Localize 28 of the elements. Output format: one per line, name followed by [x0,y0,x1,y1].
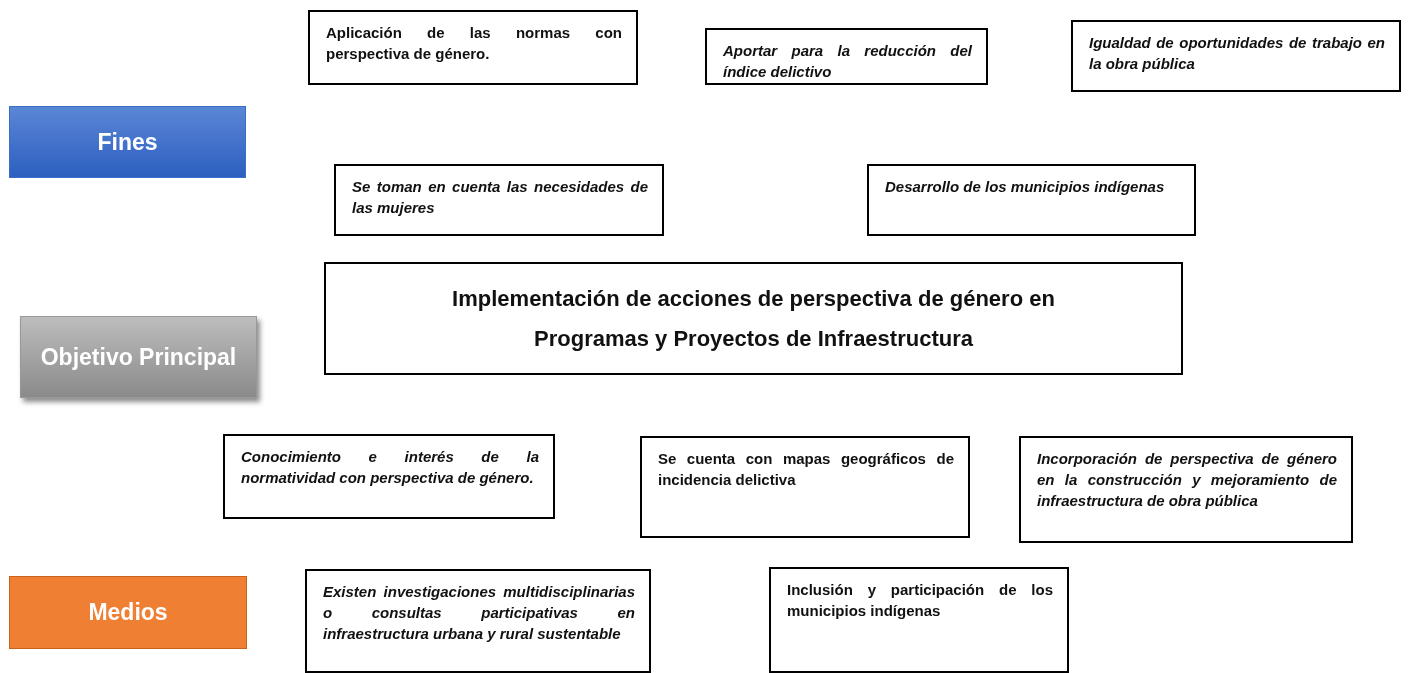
objective-box [324,262,1183,375]
box-text: Inclusión y participación de los municipios indígenas [787,580,1053,621]
text-box [334,164,664,236]
text-box [308,10,638,85]
category-label: Objetivo Principal [40,342,237,372]
box-text: Se toman en cuenta las necesidades de las mujeres [352,177,648,218]
text-box [305,569,651,673]
text-box [640,436,970,538]
text-box [1071,20,1401,92]
box-text: Igualdad de oportunidades de trabajo en la obra pública [1089,33,1385,74]
text-box [705,28,988,85]
box-text: Aplicación de las normas con perspectiva de género. [326,23,622,64]
objective-text: Implementación de acciones de perspectiva de género en Programas y Proyectos de Infraestructura [451,284,1056,353]
category-box [9,576,247,649]
category-label: Fines [97,127,158,157]
text-box [223,434,555,519]
box-text: Aportar para la reducción del índice delictivo [723,41,972,82]
text-box [867,164,1196,236]
box-text: Desarrollo de los municipios indígenas [885,177,1166,197]
text-box [1019,436,1353,543]
category-box [20,316,257,398]
category-label: Medios [88,598,168,627]
box-text: Se cuenta con mapas geográficos de incidencia delictiva [658,449,954,490]
box-text: Conocimiento e interés de la normatividad con perspectiva de género. [241,447,539,488]
box-text: Incorporación de perspectiva de género en la construcción y mejoramiento de infraestructura de obra pública [1037,449,1337,511]
text-box [769,567,1069,673]
category-box [9,106,246,178]
box-text: Existen investigaciones multidisciplinarias o consultas participativas en infraestructura urbana y rural sustentable [323,582,635,644]
